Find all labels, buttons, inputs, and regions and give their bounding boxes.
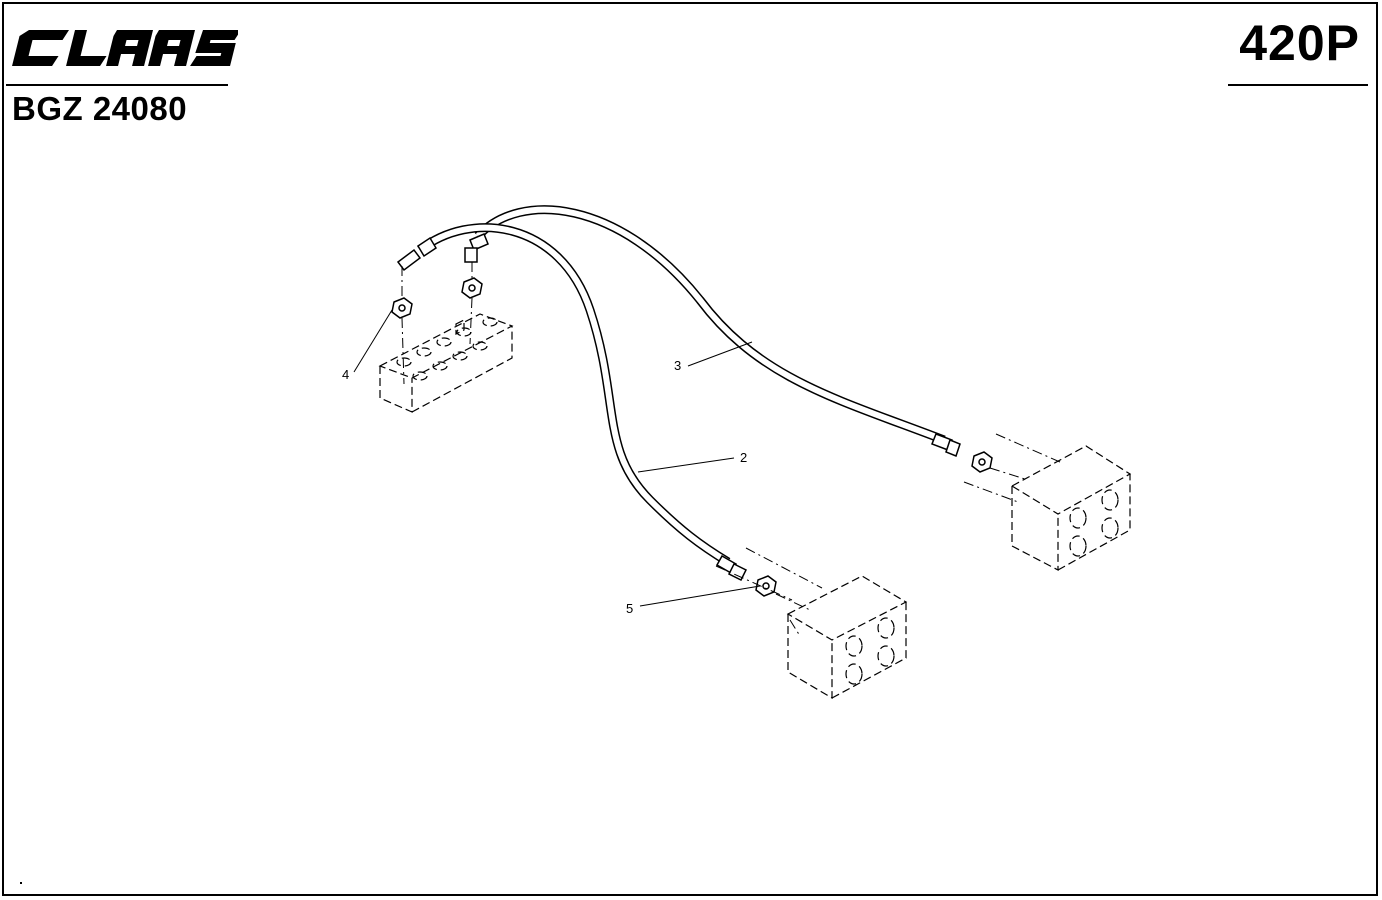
model-underline xyxy=(1228,84,1368,86)
valve-block-right xyxy=(1010,445,1132,571)
callout-4: 4 xyxy=(342,367,349,382)
assembly-centerlines xyxy=(401,262,1061,637)
adapter-right xyxy=(971,451,993,473)
leader-lines xyxy=(353,309,761,607)
hose-2 xyxy=(417,223,731,566)
adapter-top-right xyxy=(461,277,483,299)
hose-3 xyxy=(474,205,946,445)
adapter-4-left xyxy=(391,297,413,319)
model-code: 420P xyxy=(1239,15,1360,71)
valve-block-lower xyxy=(786,575,908,700)
callout-3: 3 xyxy=(674,358,681,373)
valve-block-left xyxy=(378,313,514,413)
hose-3-end-fitting xyxy=(931,433,961,457)
corner-dot xyxy=(20,882,22,884)
logo-underline xyxy=(6,84,228,86)
claas-logo xyxy=(12,30,238,66)
document-code: BGZ 24080 xyxy=(12,90,188,127)
hose-2-end-fitting xyxy=(715,554,748,582)
callout-5: 5 xyxy=(626,601,633,616)
callout-2: 2 xyxy=(740,450,747,465)
